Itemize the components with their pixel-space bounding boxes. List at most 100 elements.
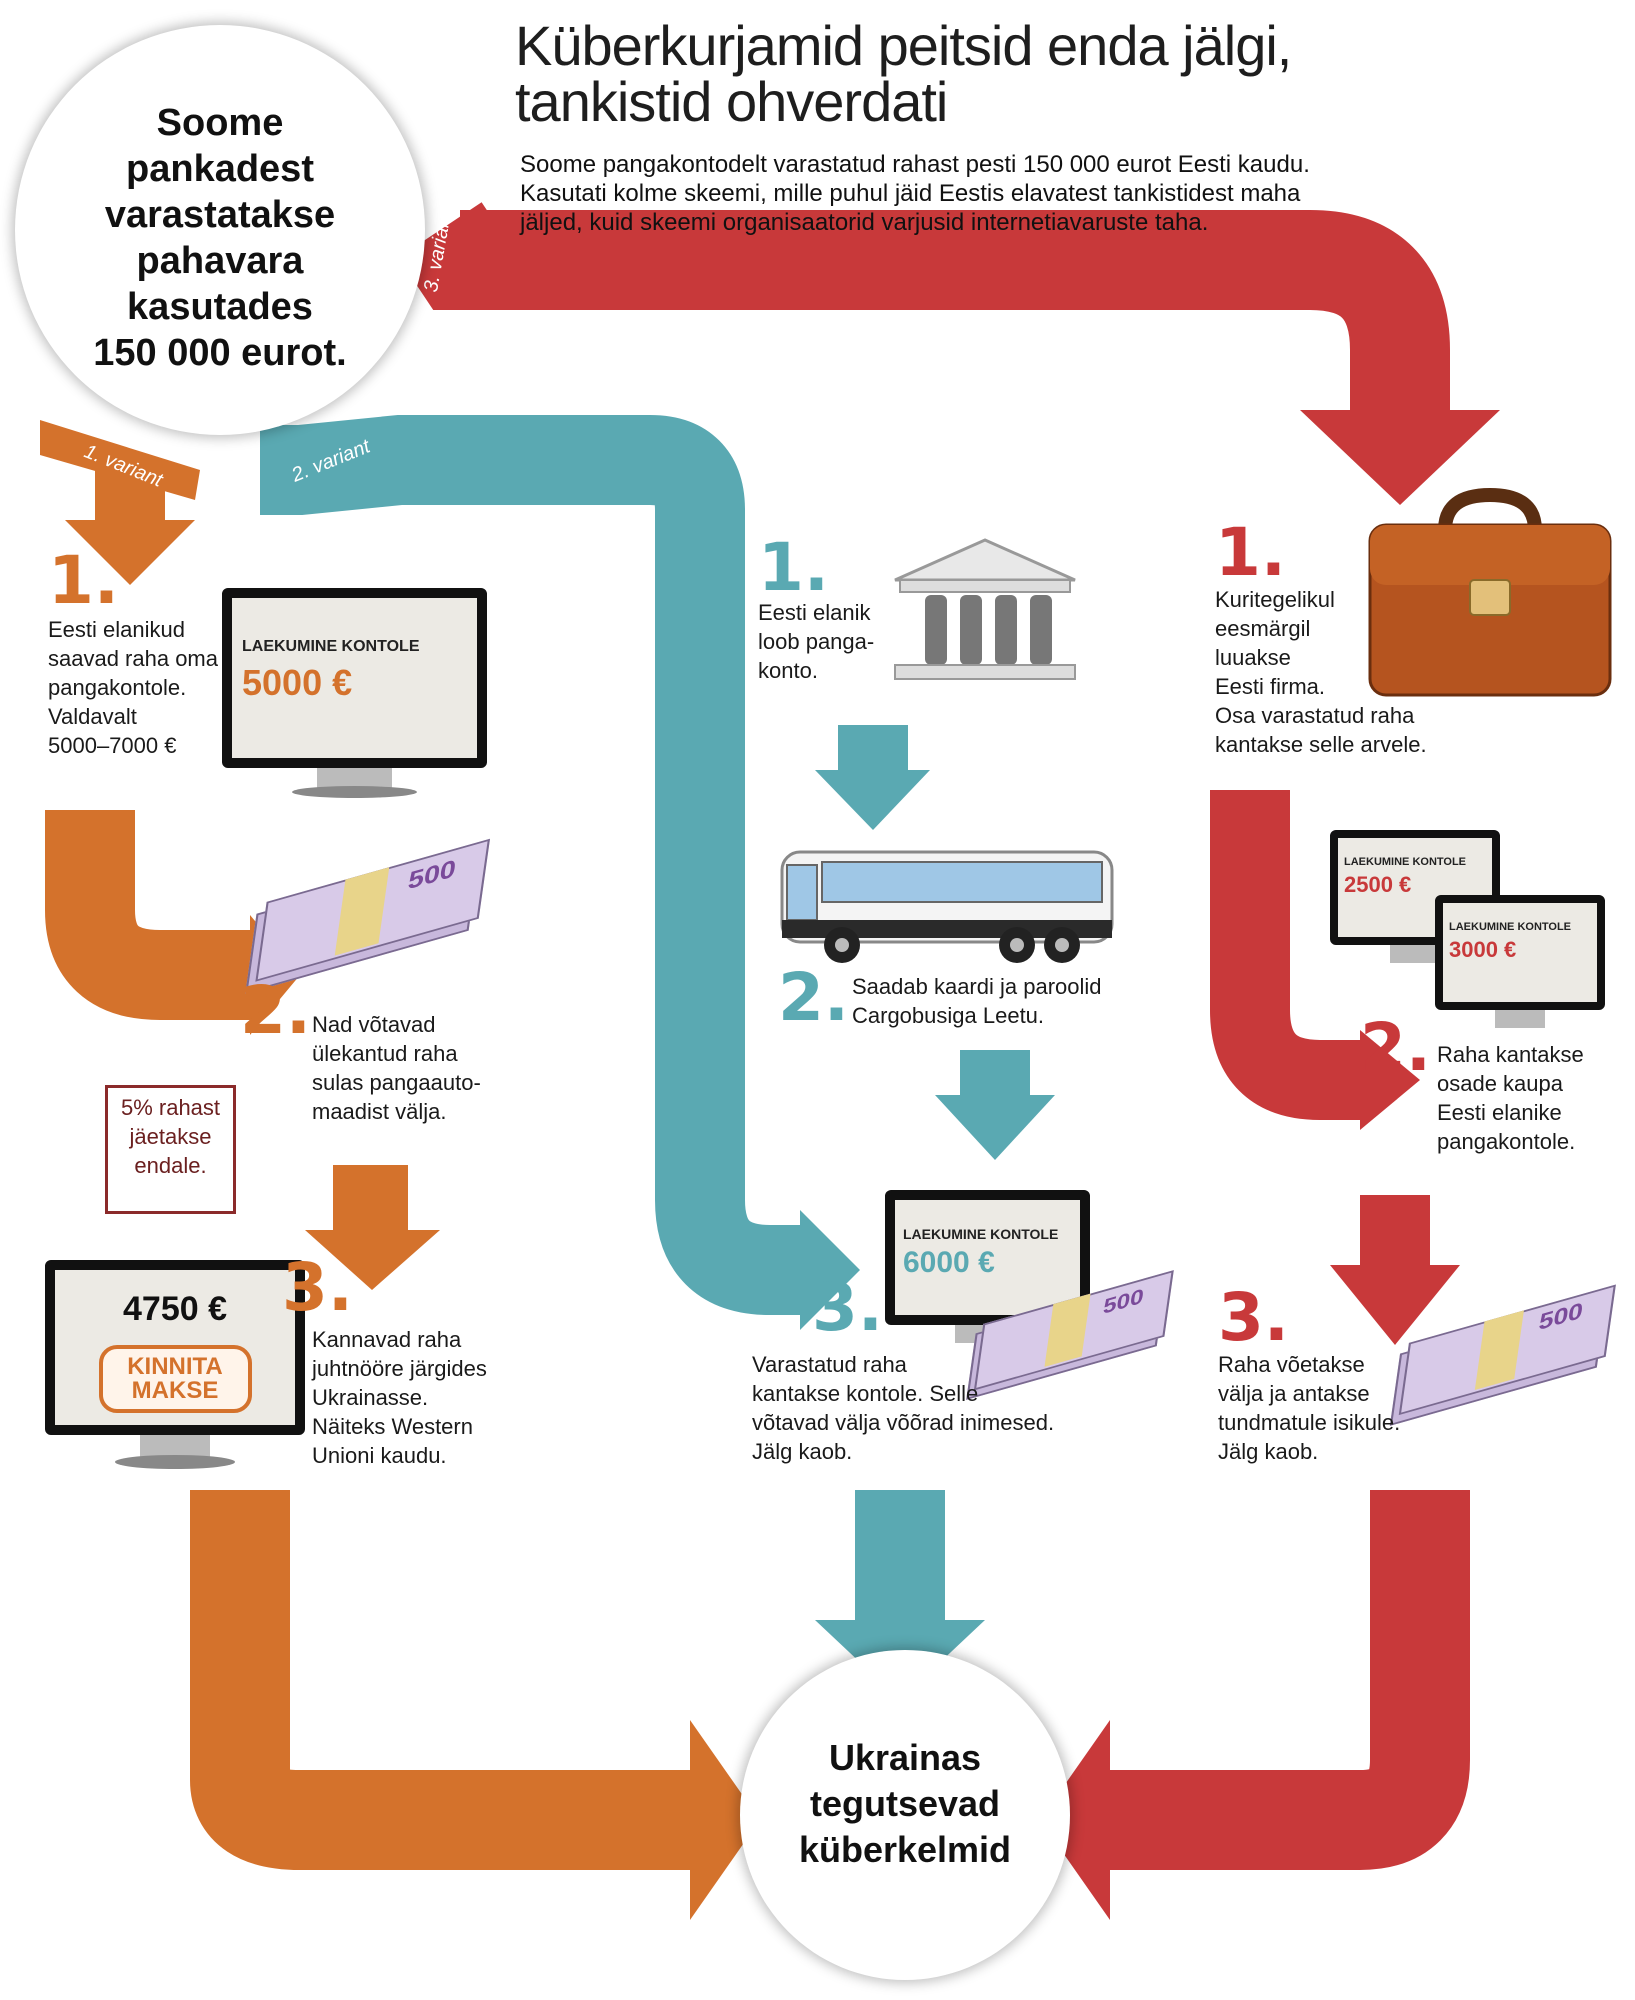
v1-step2-line: sulas pangaauto- xyxy=(312,1070,481,1095)
v1-step1-line: Eesti elanikud xyxy=(48,617,185,642)
v2-step3-number: 3. xyxy=(812,1269,883,1346)
orange-head-end xyxy=(690,1720,760,1920)
v3-step2-line: Raha kantakse xyxy=(1437,1042,1584,1067)
v2-monitor-amount: 6000 € xyxy=(903,1246,995,1279)
v3-step3-text: Raha võetakse välja ja antakse tundmatul… xyxy=(1218,1350,1400,1466)
v3-monitor-b-amount: 3000 € xyxy=(1449,937,1517,962)
intro-line-1: Soome pangakontodelt varastatud rahast p… xyxy=(520,151,1310,178)
pay-button-line-1: KINNITA xyxy=(127,1353,223,1380)
v1-step3-line: Näiteks Western xyxy=(312,1414,473,1439)
v1-note-line: 5% rahast xyxy=(120,1095,221,1120)
end-circle-line: Ukrainas xyxy=(828,1737,982,1778)
end-circle-line: küberkelmid xyxy=(798,1829,1012,1870)
teal-flow-arrow xyxy=(260,415,800,1315)
start-circle-line: 150 000 eurot. xyxy=(93,332,347,374)
red-arrow-head-mid xyxy=(1360,1030,1420,1130)
v1-step3-line: Ukrainasse. xyxy=(312,1385,429,1410)
teal-head-1 xyxy=(815,770,930,830)
v2-step1-line: konto. xyxy=(758,658,818,683)
teal-stem-2 xyxy=(960,1050,1030,1095)
v3-step3-line: tundmatule isikule. xyxy=(1218,1410,1401,1435)
v2-step3-line: Varastatud raha xyxy=(752,1352,907,1377)
v3-monitor-a-head: LAEKUMINE KONTOLE xyxy=(1344,856,1467,868)
v1-note-box: 5% rahast jäetakse endale. xyxy=(105,1085,236,1214)
v1-step1-line: pangakontole. xyxy=(48,675,187,700)
briefcase-icon xyxy=(1368,487,1612,697)
v1-note-line: jäetakse xyxy=(129,1124,212,1149)
teal-arrow-head xyxy=(800,1210,860,1330)
v3-step3-line: Jälg kaob. xyxy=(1218,1439,1319,1464)
confirm-payment-button[interactable]: KINNITA MAKSE xyxy=(98,1345,252,1413)
orange-head-low xyxy=(305,1230,440,1290)
red-flow-arrow-top xyxy=(398,202,1450,410)
v3-step1-line: luuakse xyxy=(1215,645,1291,670)
v1-step3-line: Kannavad raha xyxy=(312,1327,462,1352)
v3-step1-number: 1. xyxy=(1215,514,1286,591)
v1-monitor: LAEKUMINE KONTOLE 5000 € xyxy=(222,588,487,813)
start-circle-line: pankadest xyxy=(126,148,314,190)
title-line-1: Küberkurjamid peitsid enda jälgi, xyxy=(515,14,1292,77)
orange-flow-arrow-bottom xyxy=(190,1490,690,1870)
v2-step3-text: Varastatud raha kantakse kontole. Selle … xyxy=(752,1350,1054,1466)
v1-step1-line: saavad raha oma xyxy=(48,646,218,671)
v2-step2-text: Saadab kaardi ja paroolid Cargobusiga Le… xyxy=(852,972,1102,1030)
bus-icon xyxy=(780,850,1114,963)
v2-step1-line: Eesti elanik xyxy=(758,600,871,625)
red-arrow-stem xyxy=(1360,1195,1430,1265)
v3-monitor-b: LAEKUMINE KONTOLE 3000 € xyxy=(1435,895,1605,1045)
orange-stem-top xyxy=(95,470,165,520)
v3-step3-line: välja ja antakse xyxy=(1218,1381,1370,1406)
red-flow-arrow-mid xyxy=(1210,790,1360,1120)
v2-step2-line: Saadab kaardi ja paroolid xyxy=(852,974,1102,999)
v2-monitor-head: LAEKUMINE KONTOLE xyxy=(903,1226,1059,1242)
v1-step2-text: Nad võtavad ülekantud raha sulas pangaau… xyxy=(312,1010,481,1126)
v3-step3-number: 3. xyxy=(1218,1279,1289,1356)
v3-step2-line: osade kaupa xyxy=(1437,1071,1563,1096)
v2-step3-line: kantakse kontole. Selle xyxy=(752,1381,979,1406)
page-title: Küberkurjamid peitsid enda jälgi, tankis… xyxy=(515,18,1615,130)
v1-step3-number: 3. xyxy=(282,1249,353,1326)
v3-step1-text: Kuritegelikul eesmärgil luuakse Eesti fi… xyxy=(1215,585,1427,759)
red-arrow-head xyxy=(1300,410,1500,505)
v3-step2-number: 2. xyxy=(1360,1009,1431,1086)
start-circle-line: pahavara xyxy=(136,240,304,282)
orange-stem-low xyxy=(333,1165,408,1230)
v2-step3-line: võtavad välja võõrad inimesed. xyxy=(752,1410,1055,1435)
bank-building-icon xyxy=(894,538,1076,680)
red-arrow-head-end xyxy=(1040,1720,1110,1920)
end-circle-line: tegutsevad xyxy=(809,1783,1001,1824)
v1-step2-line: ülekantud raha xyxy=(312,1041,458,1066)
v1-step1-line: 5000–7000 € xyxy=(48,733,177,758)
start-circle-line: kasutades xyxy=(127,286,313,328)
teal-stem-1 xyxy=(838,725,908,770)
v3-step1-line: Osa varastatud raha xyxy=(1215,703,1415,728)
v3-step2-line: pangakontole. xyxy=(1437,1129,1576,1154)
v1-step1-text: Eesti elanikud saavad raha oma pangakont… xyxy=(48,615,218,760)
v3-monitor-a-amount: 2500 € xyxy=(1344,872,1412,897)
v1-step3-line: Unioni kaudu. xyxy=(312,1443,447,1468)
v3-step1-line: Kuritegelikul xyxy=(1215,587,1335,612)
v3-step1-line: kantakse selle arvele. xyxy=(1215,732,1427,757)
v1-step2-line: maadist välja. xyxy=(312,1099,447,1124)
end-circle: Ukrainas tegutsevad küberkelmid xyxy=(740,1650,1070,1980)
intro-line-2: Kasutati kolme skeemi, mille puhul jäid … xyxy=(520,180,1301,207)
title-line-2: tankistid ohverdati xyxy=(515,70,948,133)
orange-flow-arrow-mid xyxy=(45,810,250,1020)
red-flow-arrow-bottom xyxy=(1110,1490,1470,1870)
v1-step1-line: Valdavalt xyxy=(48,704,137,729)
v3-step3-line: Raha võetakse xyxy=(1218,1352,1365,1377)
v3-step2-text: Raha kantakse osade kaupa Eesti elanike … xyxy=(1437,1040,1584,1156)
v1-step2-line: Nad võtavad xyxy=(312,1012,436,1037)
v3-step2-line: Eesti elanike xyxy=(1437,1100,1562,1125)
v1-monitor-head: LAEKUMINE KONTOLE xyxy=(242,638,420,655)
start-circle-line: Soome xyxy=(156,102,284,144)
pay-button-line-2: MAKSE xyxy=(131,1377,219,1404)
v2-step1-line: loob panga- xyxy=(758,629,875,654)
v1-note-line: endale. xyxy=(134,1153,207,1178)
v1-monitor-amount: 5000 € xyxy=(242,662,353,703)
red-arrow-head-low xyxy=(1330,1265,1460,1345)
v3-monitor-b-head: LAEKUMINE KONTOLE xyxy=(1449,921,1572,933)
v2-step1-text: Eesti elanik loob panga- konto. xyxy=(758,598,874,685)
v2-step2-line: Cargobusiga Leetu. xyxy=(852,1003,1045,1028)
